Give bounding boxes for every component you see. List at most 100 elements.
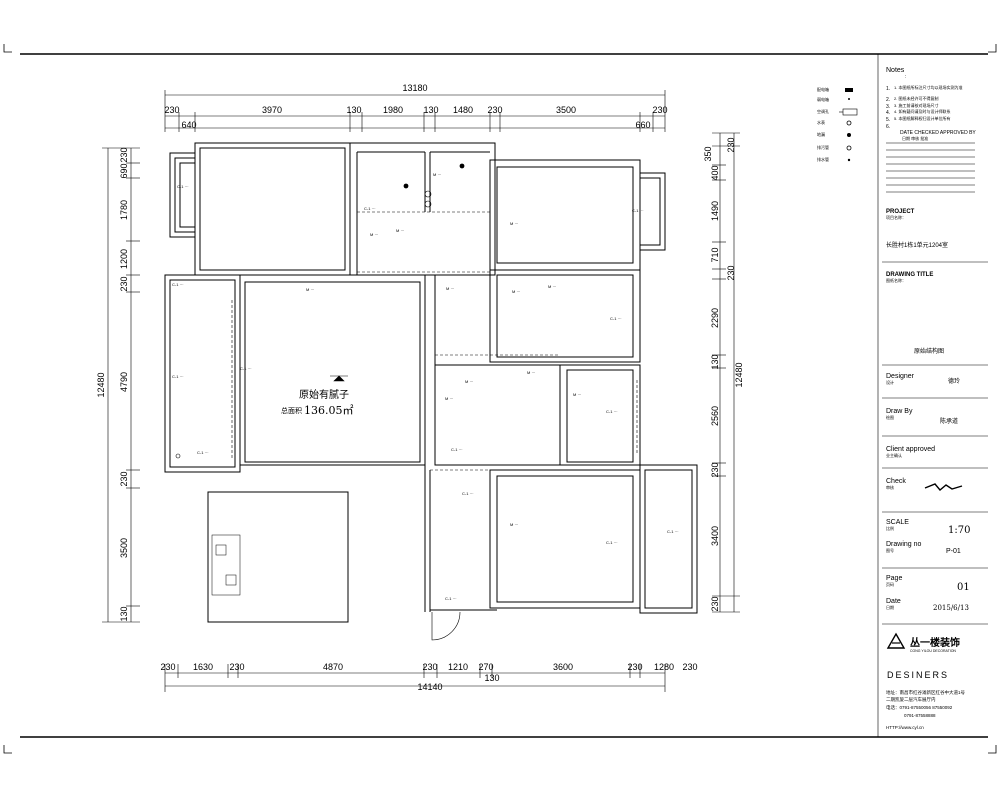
address-line: 地址：南昌市红谷滩新区红谷中大道1号: [886, 689, 966, 696]
water-meter-icon: [846, 120, 852, 126]
dim-label: 690: [119, 163, 129, 178]
dim-label: 400: [710, 165, 720, 180]
title-block: Notes : 1. 2. 3. 4. 5. 6. 1. 本图纸所标注尺寸均以现…: [882, 67, 988, 730]
legend-item: 弱电箱: [817, 96, 829, 102]
svg-text:M ···: M ···: [465, 379, 473, 384]
svg-text:C-1 ···: C-1 ···: [606, 409, 618, 414]
bottom-dimension-labels: 230 1630 230 4870 230 1210 270 3600 230 …: [160, 662, 697, 692]
dim-label: 230: [119, 147, 129, 162]
dim-label: 3500: [556, 105, 576, 115]
svg-text:M ···: M ···: [306, 287, 314, 292]
note-number: 3.: [886, 104, 890, 110]
right-dimensions: [712, 132, 740, 613]
dim-label: 1630: [193, 662, 213, 672]
svg-text:C-1 ···: C-1 ···: [177, 184, 189, 189]
dim-label: 350: [703, 146, 713, 161]
dim-label: 1200: [119, 249, 129, 269]
dim-label: 230: [627, 662, 642, 672]
area-value: 136.05㎡: [304, 404, 354, 417]
svg-text:C-1 ···: C-1 ···: [632, 208, 644, 213]
floor-plan-walls: [164, 142, 698, 641]
drawing-title: 原始结构图: [914, 347, 944, 355]
distribution-box-icon: [845, 88, 853, 92]
drawing-title-label: DRAWING TITLE: [886, 272, 933, 278]
svg-text:M ···: M ···: [548, 284, 556, 289]
pipe-icon: [175, 453, 181, 459]
dim-label: 3970: [262, 105, 282, 115]
company-en: CONG YILOU DECORATION: [910, 649, 956, 653]
sheet-frame: [3, 44, 997, 754]
note-line: 4. 如有疑问请及时与设计师联系: [894, 108, 950, 114]
notes-label: Notes: [886, 67, 905, 74]
svg-text:M ···: M ···: [573, 392, 581, 397]
check-label: Check: [886, 478, 906, 485]
address-line: 二期凯旋二层汽车展厅内: [886, 696, 936, 703]
dim-label: 4870: [323, 662, 343, 672]
area-title: 原始有腻子: [299, 388, 349, 401]
notes-colon: :: [905, 74, 906, 80]
floor-drain-icon: [403, 183, 409, 189]
dim-label: 230: [710, 596, 720, 611]
dim-label: 230: [710, 462, 720, 477]
dashed-partition-lines: [231, 211, 638, 471]
svg-text:M ···: M ···: [445, 396, 453, 401]
bottom-dimensions: [164, 664, 666, 692]
draw-by-cn: 绘图: [886, 414, 894, 420]
scale-value: 1:70: [948, 525, 970, 536]
drawing-no-cn: 图号: [886, 547, 894, 553]
dim-label: 2560: [710, 406, 720, 426]
note-number: 4.: [886, 110, 890, 116]
dim-label: 1980: [383, 105, 403, 115]
dim-label: 3400: [710, 526, 720, 546]
fixture-symbols: [175, 163, 465, 459]
revision-table: [886, 142, 975, 193]
page-cn: 页码: [886, 581, 894, 587]
company-name: 丛一楼装饰: [910, 636, 960, 649]
svg-text:M ···: M ···: [370, 232, 378, 237]
top-total-dimension: 13180: [402, 83, 427, 93]
project-name: 长胜村1栋1单元1204室: [886, 241, 948, 249]
dim-label: 3500: [119, 538, 129, 558]
svg-text:C-1 ···: C-1 ···: [197, 450, 209, 455]
draw-by-name: 陈承道: [940, 417, 958, 425]
floor-drain-icon: [847, 133, 851, 137]
legend-item: 配电箱: [817, 86, 829, 92]
note-line: 1. 本图纸所标注尺寸均以现场实测为准: [894, 84, 962, 90]
svg-text:C-1 ···: C-1 ···: [364, 206, 376, 211]
svg-text:C-1 ···: C-1 ···: [667, 529, 679, 534]
scale-label: SCALE: [886, 519, 909, 526]
address-line: 电话：0791-87550056 87550092: [886, 704, 953, 711]
fixture-detail: [211, 534, 241, 596]
date-label: Date: [886, 598, 901, 605]
company-logo: [886, 632, 906, 649]
dim-label: 230: [726, 265, 736, 280]
left-dimension-labels: 230 690 1780 1200 230 4790 230 3500 130: [119, 147, 129, 621]
dim-label: 230: [164, 105, 179, 115]
area-north-mark: [330, 375, 348, 382]
scale-cn: 比例: [886, 525, 894, 531]
dim-label: 230: [119, 471, 129, 486]
svg-text:M ···: M ···: [510, 522, 518, 527]
dim-label: 130: [423, 105, 438, 115]
dim-label: 230: [160, 662, 175, 672]
dim-label: 3600: [553, 662, 573, 672]
svg-text:M ···: M ···: [446, 286, 454, 291]
svg-text:M ···: M ···: [433, 172, 441, 177]
dim-label: 130: [119, 606, 129, 621]
address-line: HTTP://www.cyl.cn: [886, 725, 924, 730]
designer-label: Designer: [886, 373, 915, 380]
dim-label: 230: [422, 662, 437, 672]
dim-label: 130: [484, 673, 499, 683]
legend-item: 地漏: [817, 131, 825, 137]
legend-item: 排水管: [817, 156, 829, 162]
page-value: 01: [957, 582, 970, 593]
svg-text:C-1 ···: C-1 ···: [462, 491, 474, 496]
pipe-icon: [424, 190, 432, 198]
dim-label: 1280: [654, 662, 674, 672]
svg-text:C-1 ···: C-1 ···: [172, 374, 184, 379]
dim-label: 230: [229, 662, 244, 672]
check-signature: [924, 483, 963, 491]
note-number: 1.: [886, 86, 890, 92]
address-line: 0791-87558888: [904, 713, 936, 718]
